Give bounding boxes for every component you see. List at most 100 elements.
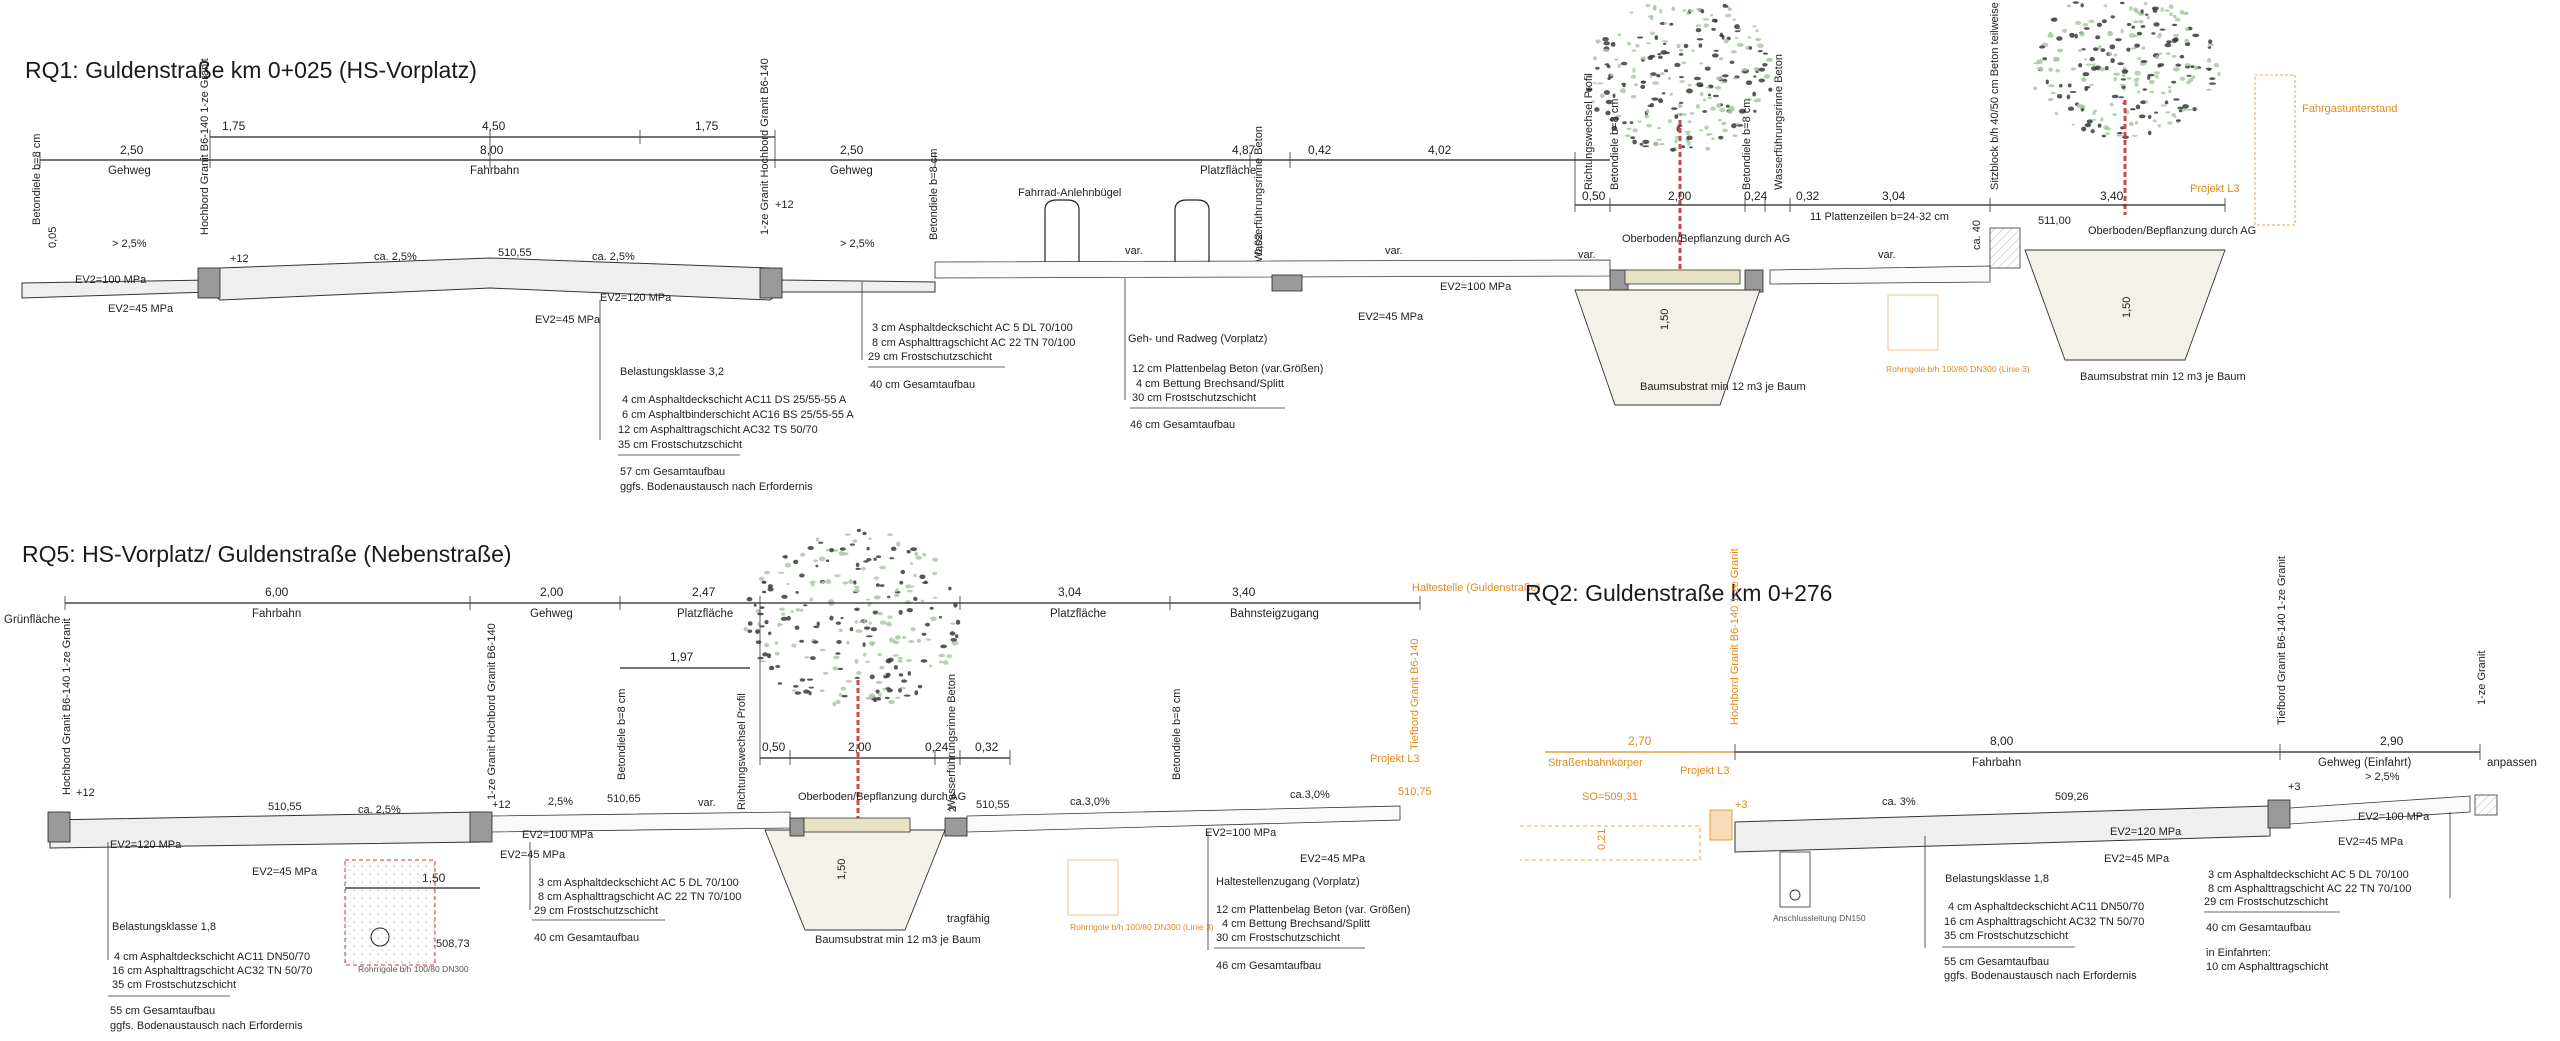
rq2-layers-a-total: 55 cm Gesamtaufbau xyxy=(1944,956,2049,968)
rq1-elev-2: 511,00 xyxy=(2038,215,2071,227)
rq1-layers-a-l4: 35 cm Frostschutzschicht xyxy=(618,439,742,451)
rq5-ev-6: EV2=45 MPa xyxy=(1300,853,1366,865)
rq5-layers-a-l3: 35 cm Frostschutzschicht xyxy=(112,979,236,991)
rq2-zone-strassenbahn: Straßenbahnkörper xyxy=(1548,757,1643,769)
rq5-dim-024: 0,24 xyxy=(925,740,949,754)
rq5-layers-a-note: ggfs. Bodenaustausch nach Erfordernis xyxy=(110,1020,303,1032)
rq1-h005: 0,05 xyxy=(47,227,59,248)
rq2-ev-4: EV2=45 MPa xyxy=(2338,836,2404,848)
rq2-slope-1: ca. 3% xyxy=(1882,796,1916,808)
rq1-oberboden-2: Oberboden/Bepflanzung durch AG xyxy=(2088,225,2256,237)
rq2-dim-2: 8,00 xyxy=(1990,734,2014,748)
tree-canopy-3 xyxy=(743,528,961,707)
rq1-tree-topsoil-1 xyxy=(1624,269,1741,285)
rq1-dim-4: 0,42 xyxy=(1308,143,1332,157)
rq1-zone-gehweg1: Gehweg xyxy=(108,165,151,177)
rq5-zone-gehweg: Gehweg xyxy=(530,608,573,620)
rq2-plus3-a: +3 xyxy=(1735,799,1748,811)
rq1-slope-2: ca. 2,5% xyxy=(374,251,417,263)
rq5-layers-a-l1: 4 cm Asphaltdeckschicht AC11 DN50/70 xyxy=(114,951,310,963)
rq1-dim-1: 1,75 xyxy=(222,119,246,133)
rq1-plaza-paving-2 xyxy=(1769,265,1991,285)
rq5-var: var. xyxy=(698,797,716,809)
rq2-layers-b-l1: 3 cm Asphaltdeckschicht AC 5 DL 70/100 xyxy=(2208,869,2409,881)
rq1-slope-4: > 2,5% xyxy=(840,238,875,250)
rq2-slope-2: > 2,5% xyxy=(2365,771,2400,783)
rq1-vert-hochbord2: 1-ze Granit Hochbord Granit B6-140 xyxy=(759,58,771,235)
rq5-slope-2: 2,5% xyxy=(548,796,573,808)
rq5-rigole xyxy=(344,859,436,966)
rq5-dim-bahnsteig: 3,40 xyxy=(1232,585,1256,599)
rq2-gehweg-paving xyxy=(2289,795,2471,825)
rq1-oberboden-1: Oberboden/Bepflanzung durch AG xyxy=(1622,233,1790,245)
rq2-layers-b-note2: 10 cm Asphalttragschicht xyxy=(2206,961,2328,973)
rq1-dim-gehweg1: 2,50 xyxy=(120,143,144,157)
rq1-bike-rack-2 xyxy=(1174,199,1210,262)
rq5-curb-1 xyxy=(47,811,71,843)
rq1-dim-fahrbahn: 8,00 xyxy=(480,143,504,157)
rq1-dim-2: 4,50 xyxy=(482,119,506,133)
rq5-layers-c-total: 46 cm Gesamtaufbau xyxy=(1216,960,1321,972)
rq5-h150: 1,50 xyxy=(836,859,848,880)
rq1-dim-6: 0,50 xyxy=(1582,189,1606,203)
rq5-layers-c-l2: 4 cm Bettung Brechsand/Splitt xyxy=(1222,918,1370,930)
rq1-slope-3: ca. 2,5% xyxy=(592,251,635,263)
rq5-vert-wasserrinne: Wasserführungsrinne Beton xyxy=(946,674,958,810)
rq1-sitzblock xyxy=(1989,227,2021,269)
rq1-tree-pit-1 xyxy=(1574,289,1761,406)
rq1-elev-1: 510,55 xyxy=(498,247,532,259)
rq1-projekt: Projekt L3 xyxy=(2190,183,2240,195)
rq2-layers-a-note: ggfs. Bodenaustausch nach Erfordernis xyxy=(1944,970,2137,982)
rq1-zone-gehweg2: Gehweg xyxy=(830,165,873,177)
rq5-layers-a-total: 55 cm Gesamtaufbau xyxy=(110,1005,215,1017)
rq1-layers-a-l1: 4 cm Asphaltdeckschicht AC11 DS 25/55-55… xyxy=(622,394,847,406)
rq2-road-body xyxy=(1734,805,2271,853)
rq1-dim-9: 0,32 xyxy=(1796,189,1820,203)
rq5-dim-200: 2,00 xyxy=(848,740,872,754)
rq1-plus12-a: +12 xyxy=(230,253,249,265)
rq2-pipe xyxy=(1789,889,1801,901)
rq1-baumsubstrat-1: Baumsubstrat min 12 m3 je Baum xyxy=(1640,381,1806,393)
rq5-zone-gruen: Grünfläche xyxy=(4,614,60,626)
rq1-vert-wasserrinne: Wasserführungsrinne Beton xyxy=(1253,126,1265,262)
rq5-layers-c-l1: 12 cm Plattenbelag Beton (var. Größen) xyxy=(1216,904,1410,916)
rq2-ev-2: EV2=45 MPa xyxy=(2104,853,2170,865)
rq5-pipe xyxy=(370,927,390,947)
rq2-title: RQ2: Guldenstraße km 0+276 xyxy=(1525,580,1832,606)
rq2-drain xyxy=(1779,851,1811,908)
rq1-fahrgast: Fahrgastunterstand xyxy=(2302,103,2397,115)
rq2-vert-hochbord1: Hochbord Granit B6-140 1-ze Granit xyxy=(1729,548,1741,725)
rq1-rigole xyxy=(1887,294,1939,351)
rq5-layers-c-l3: 30 cm Frostschutzschicht xyxy=(1216,932,1340,944)
rq5-dim-gehweg: 2,00 xyxy=(540,585,564,599)
rq1-layers-c-l1: 12 cm Plattenbelag Beton (var.Größen) xyxy=(1132,363,1323,375)
rq1-ev-1: EV2=100 MPa xyxy=(75,274,147,286)
rq5-dim-platz1: 2,47 xyxy=(692,585,716,599)
rq5-slope-3: ca.3,0% xyxy=(1070,796,1110,808)
rq1-zone-platz: Platzfläche xyxy=(1200,165,1256,177)
rq5-vert-betondiele2: Betondiele b=8 cm xyxy=(1171,689,1183,780)
rq1-dim-platz: 4,87 xyxy=(1232,143,1256,157)
rq5-title: RQ5: HS-Vorplatz/ Guldenstraße (Nebenstr… xyxy=(22,541,512,567)
rq1-layers-a-heading: Belastungsklasse 3,2 xyxy=(620,366,724,378)
rq1-dim-gehweg2: 2,50 xyxy=(840,143,864,157)
rq1-shelter-outline xyxy=(2254,74,2296,226)
rq1-bike-rack-1 xyxy=(1044,199,1080,262)
rq1-pit-edge-2 xyxy=(1744,269,1764,293)
rq2-dim-1: 2,70 xyxy=(1628,734,1652,748)
rq1-dim-10: 3,04 xyxy=(1882,189,1906,203)
rq1-slope-1: > 2,5% xyxy=(112,238,147,250)
rq5-tree-pit xyxy=(764,829,946,931)
rq5-slope-1: ca. 2,5% xyxy=(358,804,401,816)
rq5-baumsubstrat: Baumsubstrat min 12 m3 je Baum xyxy=(815,934,981,946)
rq1-h002: 0,02 xyxy=(1253,234,1265,255)
rq1-dim-7: 2,00 xyxy=(1668,189,1692,203)
rq1-layers-b-l1: 3 cm Asphaltdeckschicht AC 5 DL 70/100 xyxy=(872,322,1073,334)
rq2-curb-1 xyxy=(1709,809,1733,841)
section-rq5: RQ5: HS-Vorplatz/ Guldenstraße (Nebenstr… xyxy=(4,541,1540,1032)
rq1-layers-c-heading: Geh- und Radweg (Vorplatz) xyxy=(1128,333,1267,345)
rq1-curb-2 xyxy=(759,267,783,299)
rq5-zone-platz1: Platzfläche xyxy=(677,608,733,620)
rq5-layers-a-heading: Belastungsklasse 1,8 xyxy=(112,921,216,933)
